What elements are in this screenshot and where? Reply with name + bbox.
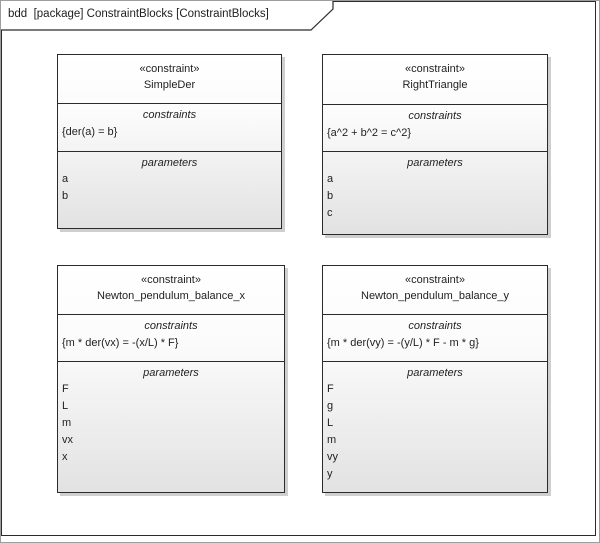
constraints-compartment: constraints {der(a) = b} [58, 103, 281, 151]
parameter-item: g [327, 400, 334, 412]
parameters-header: parameters [407, 157, 463, 169]
constraint-block-simpleder[interactable]: «constraint» SimpleDer constraints {der(… [57, 54, 282, 229]
frame-name-tab[interactable]: bdd [package] ConstraintBlocks [Constrai… [1, 1, 341, 31]
constraints-header: constraints [408, 110, 462, 122]
parameters-header: parameters [407, 367, 463, 379]
constraint-expression: {der(a) = b} [62, 126, 118, 138]
name-compartment: «constraint» SimpleDer [58, 55, 281, 103]
parameter-item: y [327, 468, 333, 480]
constraint-expression: {m * der(vy) = -(y/L) * F - m * g} [327, 337, 479, 349]
parameters-compartment: parameters a b c [323, 151, 547, 234]
block-name: SimpleDer [143, 79, 196, 91]
stereotype-label: «constraint» [405, 63, 465, 75]
constraint-expression: {m * der(vx) = -(x/L) * F} [62, 337, 179, 349]
frame-tab-shape [1, 1, 334, 31]
block-name: Newton_pendulum_balance_x [97, 290, 245, 302]
parameter-item: c [327, 207, 333, 219]
parameter-item: b [62, 190, 69, 202]
parameter-item: x [62, 451, 68, 463]
parameters-compartment: parameters F L m vx x [58, 361, 284, 492]
parameter-item: b [327, 190, 334, 202]
constraints-compartment: constraints {m * der(vy) = -(y/L) * F - … [323, 314, 547, 361]
parameter-item: m [62, 417, 72, 429]
parameters-header: parameters [141, 157, 198, 169]
stereotype-label: «constraint» [405, 274, 465, 286]
constraints-header: constraints [142, 109, 197, 121]
parameters-compartment: parameters a b [58, 151, 281, 228]
constraints-compartment: constraints {a^2 + b^2 = c^2} [323, 104, 547, 151]
parameter-item: m [327, 434, 337, 446]
parameter-item: F [327, 383, 334, 395]
stereotype-label: «constraint» [139, 63, 200, 75]
parameters-header: parameters [143, 367, 199, 379]
frame-tab-label: bdd [package] ConstraintBlocks [Constrai… [8, 8, 269, 20]
constraints-compartment: constraints {m * der(vx) = -(x/L) * F} [58, 314, 284, 361]
block-name: Newton_pendulum_balance_y [361, 290, 509, 302]
parameter-item: F [62, 383, 69, 395]
constraint-block-newton-x[interactable]: «constraint» Newton_pendulum_balance_x c… [57, 265, 285, 493]
parameter-item: L [62, 400, 69, 412]
constraints-header: constraints [408, 320, 462, 332]
parameter-item: vy [327, 451, 338, 463]
block-name: RightTriangle [402, 79, 468, 91]
constraint-block-righttriangle[interactable]: «constraint» RightTriangle constraints {… [322, 54, 548, 235]
name-compartment: «constraint» Newton_pendulum_balance_y [323, 266, 547, 314]
name-compartment: «constraint» RightTriangle [323, 55, 547, 104]
bdd-frame: bdd [package] ConstraintBlocks [Constrai… [1, 1, 596, 536]
constraint-expression: {a^2 + b^2 = c^2} [327, 127, 411, 139]
constraints-header: constraints [144, 320, 198, 332]
parameters-compartment: parameters F g L m vy y [323, 361, 547, 492]
parameter-item: L [327, 417, 334, 429]
parameter-item: a [327, 173, 334, 185]
parameter-item: vx [62, 434, 73, 446]
stereotype-label: «constraint» [141, 274, 201, 286]
constraint-block-newton-y[interactable]: «constraint» Newton_pendulum_balance_y c… [322, 265, 548, 493]
parameter-item: a [62, 173, 69, 185]
name-compartment: «constraint» Newton_pendulum_balance_x [58, 266, 284, 314]
